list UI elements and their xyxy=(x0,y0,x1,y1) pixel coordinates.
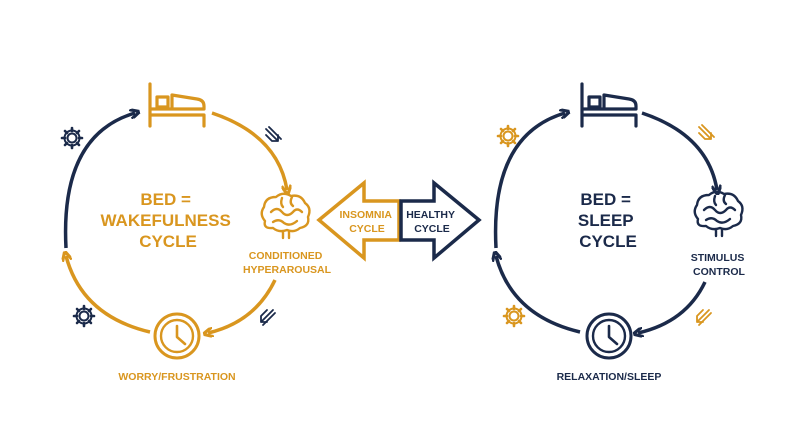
gear-icon xyxy=(496,124,520,148)
right-node-bottom: RELAXATION/SLEEP xyxy=(557,371,662,383)
double-arrow-icon xyxy=(260,309,276,326)
gear-icon xyxy=(60,126,84,150)
left-node-right-line2: HYPERAROUSAL xyxy=(243,264,332,276)
gear-icon xyxy=(72,304,96,328)
bed-icon xyxy=(580,82,638,128)
insomnia-label-line1: INSOMNIA xyxy=(339,209,392,221)
svg-text:INSOMNIA CYCLE: INSOMNIA CYCLE xyxy=(339,209,394,235)
right-arc-top-left xyxy=(493,113,565,249)
double-arrow-icon xyxy=(696,309,712,326)
left-title-line2: WAKEFULNESS xyxy=(100,211,230,230)
right-cycle: BED = SLEEP CYCLE STIMULUS CONTROL RELAX… xyxy=(493,82,748,383)
left-arc-top-left xyxy=(63,113,135,249)
center-double-arrow: INSOMNIA CYCLE HEALTHY CYCLE xyxy=(316,179,482,262)
right-arc-bottom-left xyxy=(496,256,581,334)
svg-text:BED = SLEEP CYCLE: BED = SLEEP CYCLE xyxy=(578,190,638,251)
left-arc-bottom-right xyxy=(208,279,277,333)
gear-icon xyxy=(502,304,526,328)
right-title-line1: BED = xyxy=(580,190,631,209)
left-node-right-line1: CONDITIONED xyxy=(249,250,323,262)
right-title-line2: SLEEP xyxy=(578,211,633,230)
healthy-arrow xyxy=(399,179,482,262)
brain-icon xyxy=(260,192,311,240)
double-arrow-icon xyxy=(265,126,282,142)
healthy-label-line1: HEALTHY xyxy=(406,209,455,221)
svg-text:HEALTHY CYCLE: HEALTHY CYCLE xyxy=(406,209,458,235)
left-title-line1: BED = xyxy=(140,190,191,209)
right-arc-top-right xyxy=(641,111,717,190)
left-cycle: BED = WAKEFULNESS CYCLE CONDITIONED HYPE… xyxy=(60,82,332,383)
svg-text:CONDITIONED HYPERAROUSAL: CONDITIONED HYPERAROUSAL xyxy=(243,250,332,276)
right-arc-bottom-right xyxy=(638,281,707,333)
right-node-right-line2: CONTROL xyxy=(693,266,745,278)
bed-icon xyxy=(148,82,206,128)
insomnia-arrow xyxy=(316,179,401,262)
clock-icon xyxy=(585,312,633,360)
insomnia-label-line2: CYCLE xyxy=(349,223,385,235)
left-arc-bottom-left xyxy=(66,256,151,334)
left-arc-top-right xyxy=(211,111,287,190)
svg-text:STIMULUS CONTROL: STIMULUS CONTROL xyxy=(691,252,748,278)
healthy-label-line2: CYCLE xyxy=(414,223,450,235)
right-node-right-line1: STIMULUS xyxy=(691,252,745,264)
right-title-line3: CYCLE xyxy=(579,232,637,251)
double-arrow-icon xyxy=(698,124,715,140)
left-node-bottom: WORRY/FRUSTRATION xyxy=(118,371,235,383)
left-title-line3: CYCLE xyxy=(139,232,197,251)
svg-text:BED = WAKEFULNESS: BED = WAKEFULNESS CYCLE xyxy=(100,190,235,251)
brain-icon xyxy=(693,190,744,238)
clock-icon xyxy=(153,312,201,360)
